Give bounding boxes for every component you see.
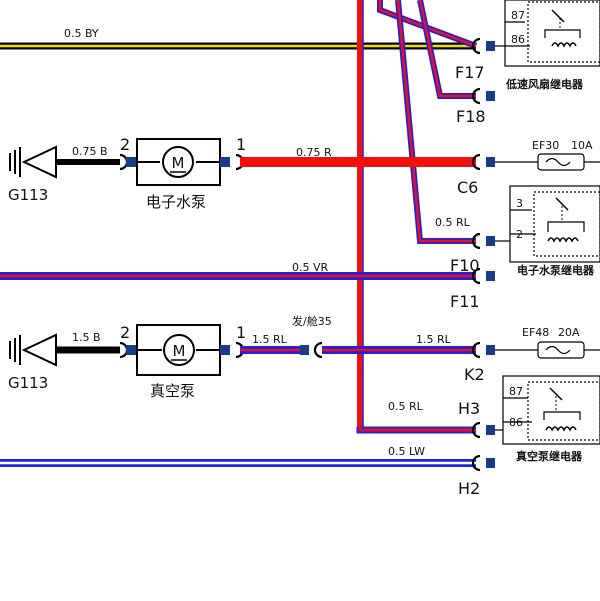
connector-h2 <box>471 454 497 472</box>
relay-vacuum-pin-87: 87 <box>509 385 523 398</box>
wire-diagonal-f17 <box>377 0 478 49</box>
connector-k2 <box>471 341 497 359</box>
wire-rl-f10 <box>395 0 476 244</box>
connector-label-h2: H2 <box>458 479 480 498</box>
relay-water-pump <box>495 185 600 263</box>
relay-low-fan-pin-86: 86 <box>511 33 525 46</box>
ground-label-bottom: G113 <box>8 374 48 392</box>
fuse-ef48-label: EF48 <box>522 326 549 339</box>
fuse-ef30-rating: 10A <box>571 139 593 152</box>
wire-label-rl-f10: 0.5 RL <box>435 216 471 229</box>
pump-pin-2: 2 <box>120 135 130 154</box>
water-pump-motor: M <box>136 138 221 186</box>
connector-label-f17: F17 <box>455 63 485 82</box>
connector-h3 <box>471 421 497 439</box>
motor-symbol-vac: M <box>173 342 186 360</box>
pump-right-connector <box>220 153 245 171</box>
fuse-ef48-rating: 20A <box>558 326 580 339</box>
wire-rl-h3 <box>356 0 476 434</box>
water-pump-label: 电子水泵 <box>146 193 206 211</box>
connector-f11 <box>471 267 497 285</box>
vacuum-pump-label: 真空泵 <box>150 382 195 400</box>
wire-label-rl-k2: 1.5 RL <box>416 333 452 346</box>
relay-water-pump-label: 电子水泵继电器 <box>517 263 595 277</box>
relay-vacuum-pin-86: 86 <box>509 416 523 429</box>
connector-f17 <box>471 37 497 55</box>
wire-label-lw: 0.5 LW <box>388 445 425 458</box>
engine-bay-label: 发/舱35 <box>292 314 332 328</box>
ground-symbol-bottom <box>9 333 57 367</box>
ground-symbol-top <box>9 145 57 179</box>
wire-label-b-vac: 1.5 B <box>72 331 101 344</box>
vac-pin-2: 2 <box>120 323 130 342</box>
pump-pin-1: 1 <box>236 135 246 154</box>
relay-water-pump-pin-2: 2 <box>516 228 523 241</box>
ground-label-top: G113 <box>8 186 48 204</box>
vac-left-connector <box>119 341 136 359</box>
wire-label-vr: 0.5 VR <box>292 261 329 274</box>
connector-label-k2: K2 <box>464 365 485 384</box>
connector-label-f11: F11 <box>450 292 480 311</box>
fuse-ef30-label: EF30 <box>532 139 559 152</box>
vac-pin-1: 1 <box>236 323 246 342</box>
relay-low-fan-pin-87: 87 <box>511 9 525 22</box>
vac-right-connector <box>220 341 245 359</box>
connector-c6 <box>471 153 497 171</box>
motor-symbol-pump: M <box>172 154 185 172</box>
wire-label-r-pump: 0.75 R <box>296 146 332 159</box>
fuse-ef30 <box>495 153 600 171</box>
pump-left-connector <box>119 153 136 171</box>
relay-water-pump-pin-3: 3 <box>516 197 523 210</box>
relay-low-fan <box>495 0 600 67</box>
connector-label-c6: C6 <box>457 178 478 197</box>
wire-label-rl-h3: 0.5 RL <box>388 400 424 413</box>
wire-label-b-pump: 0.75 B <box>72 145 108 158</box>
fuse-ef48 <box>495 341 600 359</box>
relay-vacuum <box>495 375 600 445</box>
wire-label-rl-vac: 1.5 RL <box>252 333 288 346</box>
connector-f10 <box>471 232 497 250</box>
relay-vacuum-label: 真空泵继电器 <box>516 449 583 463</box>
vacuum-pump-motor: M <box>136 324 221 376</box>
connector-f18 <box>471 87 497 105</box>
wire-diagonal-f18 <box>417 0 476 99</box>
connector-label-f10: F10 <box>450 256 480 275</box>
connector-label-h3: H3 <box>458 399 480 418</box>
relay-low-fan-label: 低速风扇继电器 <box>505 77 584 91</box>
connector-label-f18: F18 <box>456 107 486 126</box>
wire-label-by: 0.5 BY <box>64 27 99 40</box>
engine-bay-connector <box>300 341 323 359</box>
